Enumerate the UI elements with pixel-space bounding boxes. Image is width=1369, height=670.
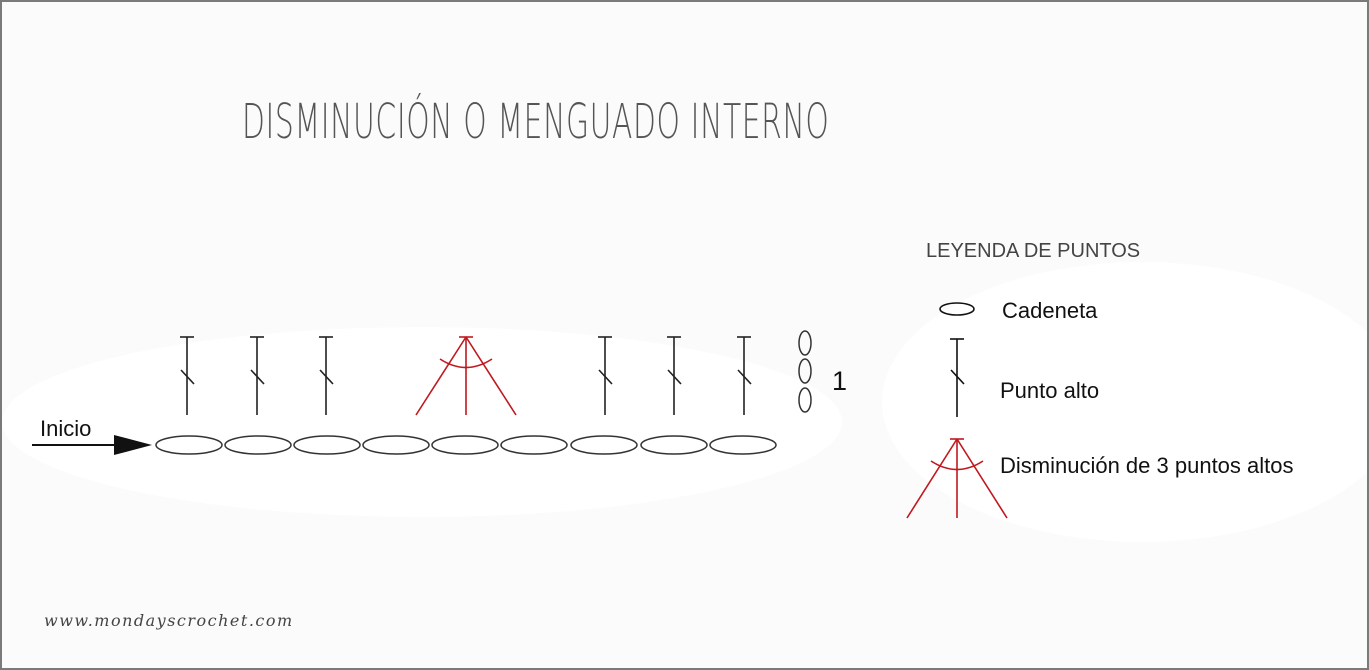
foundation-chain-row	[155, 435, 777, 455]
double-crochet-icon	[737, 336, 752, 415]
double-crochet-icon	[319, 336, 334, 415]
double-crochet-icon	[598, 336, 613, 415]
chain-stitch-icon	[500, 435, 568, 455]
legend-double-crochet-icon	[950, 338, 965, 417]
legend-heading: LEYENDA DE PUNTOS	[926, 240, 1141, 262]
double-crochet-icon	[667, 336, 682, 415]
dc3tog-icon	[415, 336, 517, 416]
legend-chain-label: Cadeneta	[1002, 298, 1098, 323]
double-crochet-icon	[180, 336, 195, 415]
turning-chains	[798, 330, 812, 413]
chain-stitch-icon	[709, 435, 777, 455]
chain-stitch-icon	[570, 435, 638, 455]
chain-stitch-icon	[362, 435, 430, 455]
chain-stitch-icon	[798, 358, 812, 384]
chain-stitch-icon	[640, 435, 708, 455]
legend-dc3tog-icon	[906, 438, 1008, 519]
chain-stitch-icon	[224, 435, 292, 455]
website-watermark: www.mondayscrochet.com	[44, 611, 294, 630]
double-crochet-icon	[250, 336, 265, 415]
row-number: 1	[832, 366, 848, 396]
chain-stitch-icon	[431, 435, 499, 455]
legend-dc3tog-label: Disminución de 3 puntos altos	[1000, 453, 1294, 478]
chain-stitch-icon	[798, 387, 812, 413]
diagram-background	[2, 262, 1367, 542]
chain-stitch-icon	[798, 330, 812, 356]
start-label: Inicio	[40, 416, 92, 441]
start-arrow-icon	[32, 435, 152, 455]
chain-stitch-icon	[293, 435, 361, 455]
legend-double-crochet-label: Punto alto	[1000, 378, 1100, 403]
row-1-stitches	[180, 336, 752, 416]
legend-chain-stitch-icon	[939, 302, 975, 316]
chain-stitch-icon	[155, 435, 223, 455]
page-title: DISMINUCIÓN O MENGUADO INTERNO	[242, 94, 830, 150]
